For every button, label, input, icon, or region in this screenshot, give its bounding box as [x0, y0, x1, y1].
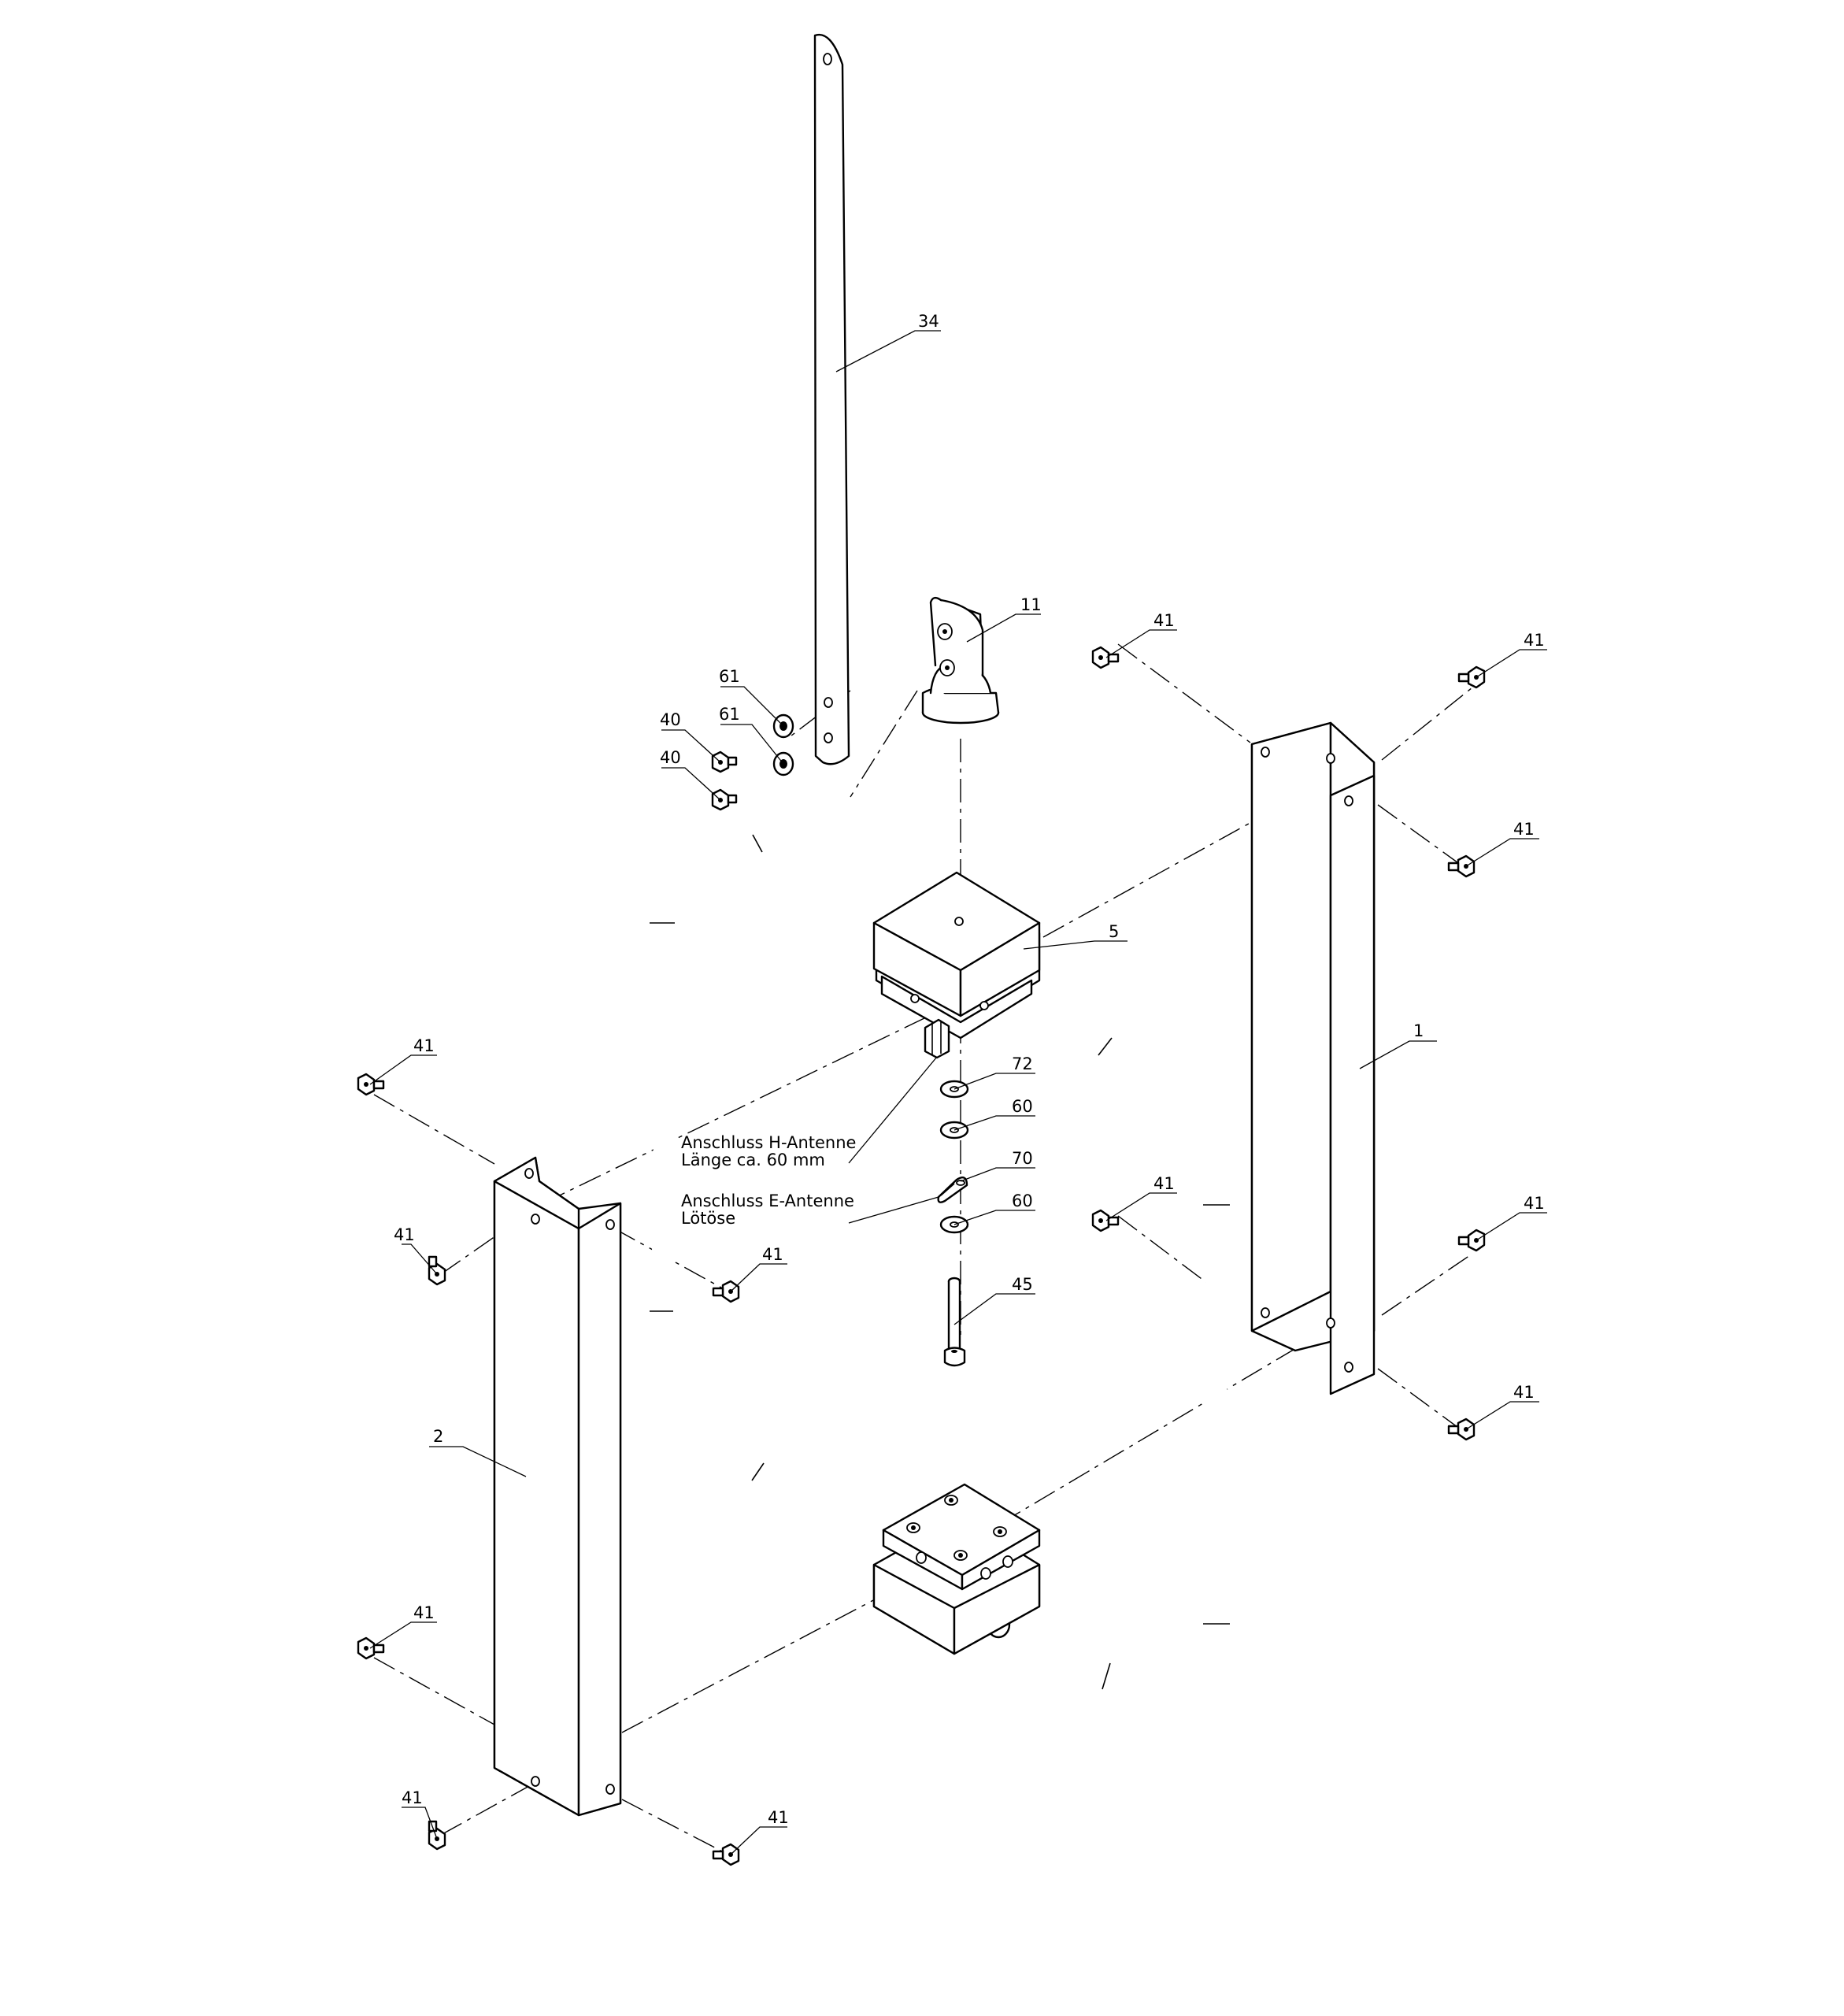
label-34: 34: [918, 312, 939, 331]
label-40-lower: 40: [660, 748, 681, 767]
label-61-lower: 61: [719, 705, 740, 724]
label-40-upper: 40: [660, 710, 681, 729]
label-41-e: 41: [1524, 1194, 1545, 1213]
lower-block: [872, 1483, 1041, 1655]
connection-notes: Anschluss H-Antenne Länge ca. 60 mm Ansc…: [681, 1133, 856, 1228]
adapter-part-11: [921, 596, 1000, 724]
part-number-labels: 34 11 61 61 40 40 5 1 2 72 60 70 60 45 4…: [394, 312, 1545, 1827]
bracket-part-2: [493, 1156, 622, 1817]
screw-41-i: [712, 1280, 740, 1303]
lower-block-bolt-heads: [906, 1495, 1013, 1580]
label-60-upper: 60: [1012, 1097, 1033, 1116]
label-41-j: 41: [413, 1603, 435, 1622]
note-h-antenna-line1: Anschluss H-Antenne: [681, 1133, 856, 1152]
label-41-i: 41: [762, 1245, 783, 1264]
label-45: 45: [1012, 1275, 1033, 1294]
screw-40-upper: [711, 750, 738, 773]
bracket-part-1: [1250, 721, 1376, 1395]
label-2: 2: [433, 1427, 443, 1446]
screw-41-d: [1091, 1209, 1120, 1232]
label-41-a: 41: [1153, 611, 1175, 630]
screw-41-l: [712, 1843, 740, 1866]
label-41-f: 41: [1513, 1383, 1535, 1402]
screw-41-e: [1457, 1228, 1486, 1252]
note-e-antenna-line1: Anschluss E-Antenne: [681, 1191, 854, 1210]
note-h-antenna-line2: Länge ca. 60 mm: [681, 1151, 825, 1169]
label-41-h: 41: [394, 1225, 415, 1244]
screw-41-h: [428, 1255, 446, 1286]
solder-lug-70: [937, 1177, 968, 1203]
label-41-l: 41: [768, 1808, 789, 1827]
label-41-b: 41: [1524, 631, 1545, 650]
label-72: 72: [1012, 1054, 1033, 1073]
screw-41-a: [1091, 646, 1120, 669]
label-41-g: 41: [413, 1036, 435, 1055]
label-61-upper: 61: [719, 667, 740, 686]
screw-41-g: [357, 1073, 385, 1096]
label-70: 70: [1012, 1149, 1033, 1168]
leader-lines: [369, 330, 1547, 1855]
label-41-d: 41: [1153, 1174, 1175, 1193]
label-11: 11: [1020, 595, 1042, 614]
screw-40-lower: [711, 788, 738, 811]
screw-41-k: [428, 1820, 446, 1851]
label-41-k: 41: [402, 1788, 423, 1807]
upper-block-part-5: [872, 871, 1041, 1059]
strip-fasteners: [711, 713, 794, 811]
screw-41-f: [1447, 1418, 1476, 1441]
screw-45: [943, 1277, 966, 1367]
label-60-lower: 60: [1012, 1191, 1033, 1210]
label-1: 1: [1413, 1021, 1424, 1040]
screw-41-b: [1457, 665, 1486, 689]
hardware-stack: [937, 1080, 969, 1367]
screw-41-j: [357, 1636, 385, 1660]
note-e-antenna-line2: Lötöse: [681, 1209, 735, 1228]
vertical-strip-part-34: [813, 33, 850, 765]
label-41-c: 41: [1513, 820, 1535, 839]
label-5: 5: [1109, 922, 1119, 941]
